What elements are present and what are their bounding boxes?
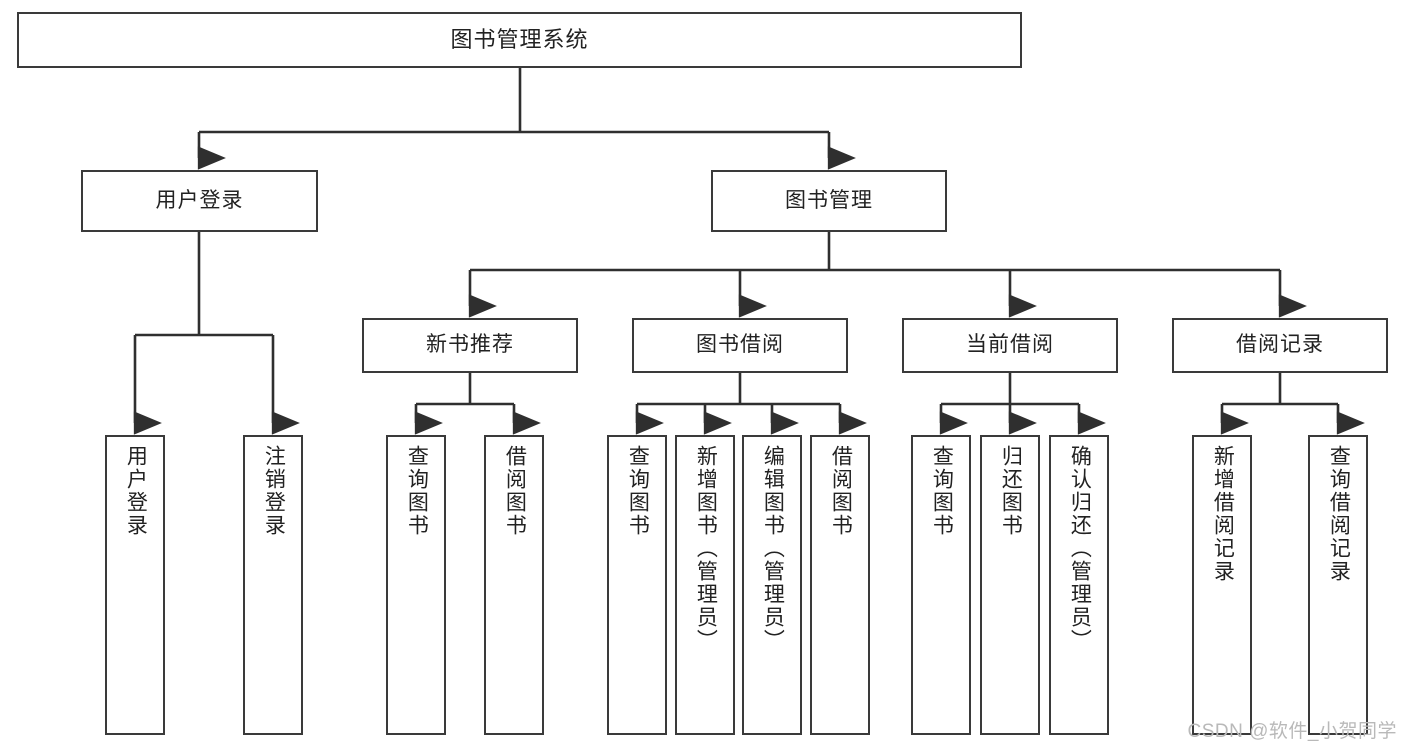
- node-label: 新书推荐: [426, 333, 514, 357]
- node-label: 新增图书（管理员）: [694, 445, 718, 652]
- leaf-query-book-current[interactable]: 查询图书: [911, 435, 971, 735]
- node-book-borrow[interactable]: 图书借阅: [632, 318, 848, 373]
- node-label: 图书管理: [785, 188, 873, 212]
- node-label: 查询图书: [405, 445, 429, 537]
- node-user-login[interactable]: 用户登录: [81, 170, 318, 232]
- leaf-add-book-admin[interactable]: 新增图书（管理员）: [675, 435, 735, 735]
- node-label: 注销登录: [262, 445, 286, 537]
- csdn-watermark: CSDN @软件_小贺同学: [1187, 721, 1397, 742]
- leaf-user-login[interactable]: 用户登录: [105, 435, 165, 735]
- leaf-return-book[interactable]: 归还图书: [980, 435, 1040, 735]
- leaf-user-logout[interactable]: 注销登录: [243, 435, 303, 735]
- node-label: 借阅图书: [829, 445, 853, 537]
- node-label: 查询图书: [626, 445, 650, 537]
- node-label: 编辑图书（管理员）: [761, 445, 785, 652]
- leaf-confirm-return-admin[interactable]: 确认归还（管理员）: [1049, 435, 1109, 735]
- leaf-query-borrow-record[interactable]: 查询借阅记录: [1308, 435, 1368, 735]
- node-new-book-recommend[interactable]: 新书推荐: [362, 318, 578, 373]
- node-label: 查询借阅记录: [1327, 445, 1351, 583]
- node-current-borrow[interactable]: 当前借阅: [902, 318, 1118, 373]
- node-label: 图书管理系统: [450, 27, 589, 53]
- node-label: 图书借阅: [696, 333, 784, 357]
- node-label: 查询图书: [930, 445, 954, 537]
- leaf-borrow-book-new[interactable]: 借阅图书: [484, 435, 544, 735]
- node-label: 用户登录: [124, 445, 148, 537]
- leaf-query-book-new[interactable]: 查询图书: [386, 435, 446, 735]
- node-label: 借阅图书: [503, 445, 527, 537]
- node-label: 归还图书: [999, 445, 1023, 537]
- node-label: 确认归还（管理员）: [1068, 445, 1092, 652]
- node-borrow-records[interactable]: 借阅记录: [1172, 318, 1388, 373]
- leaf-query-book-borrow[interactable]: 查询图书: [607, 435, 667, 735]
- node-label: 用户登录: [155, 188, 244, 212]
- node-label: 借阅记录: [1236, 333, 1324, 357]
- leaf-edit-book-admin[interactable]: 编辑图书（管理员）: [742, 435, 802, 735]
- node-label: 当前借阅: [966, 333, 1054, 357]
- node-book-management[interactable]: 图书管理: [711, 170, 947, 232]
- node-label: 新增借阅记录: [1211, 445, 1235, 583]
- leaf-borrow-book[interactable]: 借阅图书: [810, 435, 870, 735]
- node-root-system[interactable]: 图书管理系统: [17, 12, 1022, 68]
- leaf-add-borrow-record[interactable]: 新增借阅记录: [1192, 435, 1252, 735]
